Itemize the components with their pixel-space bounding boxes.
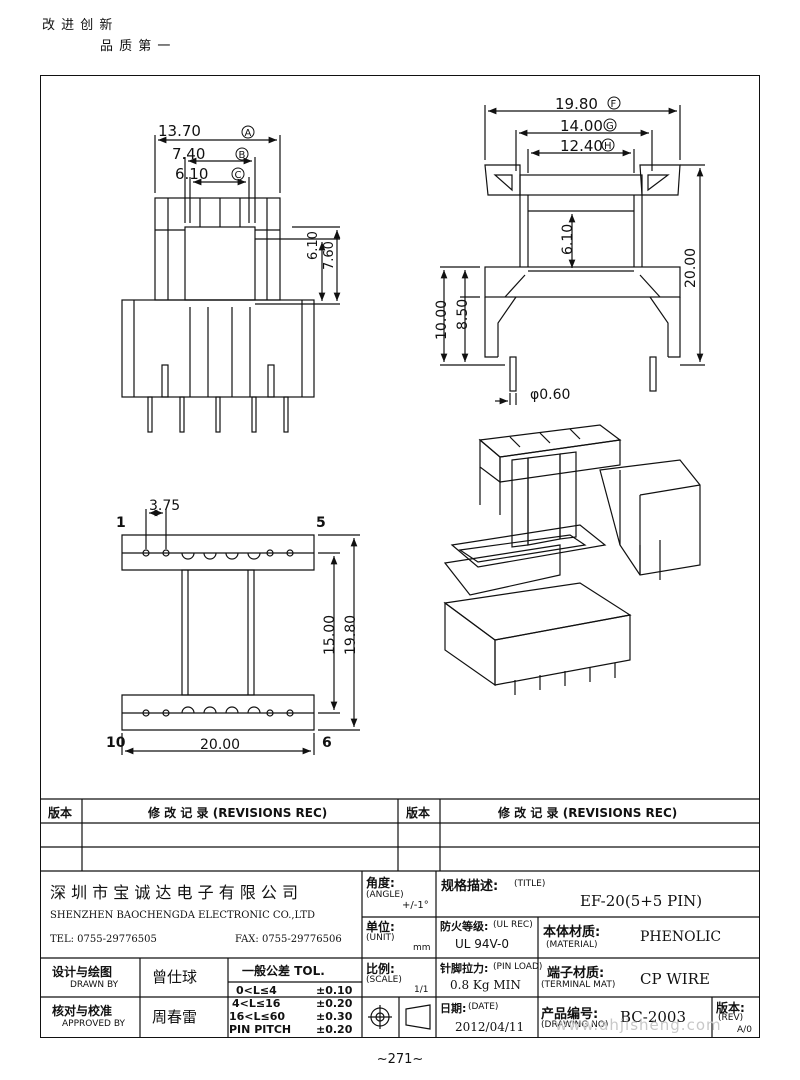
title-label-en: (TITLE) — [514, 879, 546, 889]
rev-label: 版本: — [716, 1001, 745, 1015]
title-label: 规格描述: — [441, 879, 499, 894]
scale-label-en: (SCALE) — [366, 975, 402, 985]
material-value: PHENOLIC — [640, 929, 722, 945]
dim-a-text: 13.70 — [158, 122, 201, 140]
scale-value: 1/1 — [414, 985, 429, 995]
date-label-en: (DATE) — [468, 1002, 499, 1012]
angle-label: 角度: — [366, 876, 395, 890]
rev-label-en: (REV) — [718, 1013, 744, 1023]
drawing-no-label: 产品编号: — [541, 1007, 599, 1022]
front-view — [121, 135, 341, 433]
date-label: 日期: — [440, 1002, 467, 1015]
unit-label-en: (UNIT) — [366, 933, 395, 943]
fire-label: 防火等级: — [440, 920, 489, 933]
dim-core-text: 6.10 — [560, 223, 576, 255]
projection-symbol-icon — [368, 1004, 431, 1030]
dim-j-text: 8.50 — [455, 298, 471, 330]
svg-text:F: F — [611, 99, 617, 110]
pin-5-label: 5 — [316, 515, 326, 531]
fire-label-en: (UL REC) — [493, 920, 533, 930]
rev-value: A/0 — [737, 1025, 752, 1035]
dim-o-text: 19.80 — [343, 614, 359, 655]
tol-range: 4<L≤16 — [232, 997, 281, 1010]
title-value: EF-20(5+5 PIN) — [580, 892, 703, 910]
dim-f-text: 19.80 — [555, 95, 598, 113]
rev-record-header-right: 修 改 记 录 (REVISIONS REC) — [498, 806, 678, 820]
approver-name: 周春雷 — [152, 1008, 198, 1026]
material-label-en: (MATERIAL) — [546, 940, 598, 950]
pin-10-label: 10 — [106, 735, 126, 751]
dim-c-text: 6.10 — [175, 165, 209, 183]
unit-label: 单位: — [366, 920, 395, 934]
page-number: ~271~ — [376, 1052, 424, 1067]
angle-value: +/-1° — [402, 900, 429, 911]
approver-label-en: APPROVED BY — [62, 1019, 126, 1029]
terminal-label-en: (TERMINAL MAT) — [541, 980, 616, 990]
tol-value: ±0.30 — [316, 1010, 353, 1023]
tol-value: ±0.20 — [316, 997, 353, 1010]
rev-record-header-left: 修 改 记 录 (REVISIONS REC) — [148, 806, 328, 820]
company-name-cn: 深 圳 市 宝 诚 达 电 子 有 限 公 司 — [50, 883, 298, 902]
rev-col-header-left: 版本 — [48, 806, 73, 820]
tolerance-title: 一般公差 TOL. — [242, 964, 325, 978]
date-value: 2012/04/11 — [455, 1020, 525, 1034]
svg-text:C: C — [235, 170, 242, 181]
pin-1-label: 1 — [116, 515, 126, 531]
material-label: 本体材质: — [543, 925, 601, 940]
technical-drawing: A B C F G H — [40, 96, 760, 1038]
scale-label: 比例: — [366, 962, 395, 976]
slogan-line-2: 品 质 第 一 — [100, 39, 172, 54]
terminal-value: CP WIRE — [640, 970, 710, 988]
dim-m-text: 3.75 — [149, 498, 181, 514]
slogan-line-1: 改 进 创 新 — [42, 18, 114, 33]
tol-value: ±0.10 — [316, 984, 353, 997]
svg-text:H: H — [604, 141, 612, 152]
unit-value: mm — [413, 943, 431, 953]
company-name-en: SHENZHEN BAOCHENGDA ELECTRONIC CO.,LTD — [50, 910, 316, 921]
rev-col-header-right: 版本 — [406, 806, 431, 820]
designer-name: 曾仕球 — [152, 968, 198, 986]
svg-text:G: G — [606, 121, 614, 132]
table-grid — [40, 798, 760, 1038]
approver-label: 核对与校准 — [52, 1004, 113, 1018]
pin-6-label: 6 — [322, 735, 332, 751]
drawing-no-label-en: (DRAWING NO) — [541, 1020, 609, 1030]
dim-e-text: 7.60 — [322, 241, 337, 270]
svg-text:A: A — [245, 128, 252, 139]
watermark-text: www.ahjisheng.com — [555, 1016, 722, 1034]
pin-load-value: 0.8 Kg MIN — [450, 978, 521, 992]
tol-range: 0<L≤4 — [236, 984, 277, 997]
dim-n-text: 15.00 — [322, 614, 338, 655]
drawing-frame — [40, 75, 760, 1038]
isometric-view — [443, 424, 701, 695]
company-tel: TEL: 0755-29776505 — [50, 934, 157, 945]
terminal-label: 端子材质: — [547, 966, 605, 981]
fire-value: UL 94V-0 — [455, 937, 510, 951]
tol-range: PIN PITCH — [229, 1023, 292, 1036]
svg-text:B: B — [239, 150, 246, 161]
drawing-no-value: BC-2003 — [620, 1008, 687, 1026]
bottom-view — [121, 509, 360, 755]
pin-load-label: 针脚拉力: — [440, 962, 489, 975]
dim-d-text: 6.10 — [306, 231, 321, 260]
company-fax: FAX: 0755-29776506 — [235, 934, 342, 945]
dim-p-text: 20.00 — [200, 737, 241, 753]
dim-i-text: 10.00 — [434, 299, 450, 340]
angle-label-en: (ANGLE) — [366, 890, 404, 900]
dim-g-text: 14.00 — [560, 117, 603, 135]
pin-load-label-en: (PIN LOAD) — [493, 962, 543, 972]
tol-range: 16<L≤60 — [229, 1010, 286, 1023]
designer-label-en: DRAWN BY — [70, 980, 119, 990]
dim-l-text: φ0.60 — [530, 387, 571, 403]
tol-value: ±0.20 — [316, 1023, 353, 1036]
dim-b-text: 7.40 — [172, 145, 206, 163]
dimension-markers: A B C F G H — [231, 96, 621, 181]
designer-label: 设计与绘图 — [52, 965, 113, 979]
dim-k-text: 20.00 — [683, 247, 699, 288]
side-view — [440, 105, 705, 405]
dim-h-text: 12.40 — [560, 137, 603, 155]
